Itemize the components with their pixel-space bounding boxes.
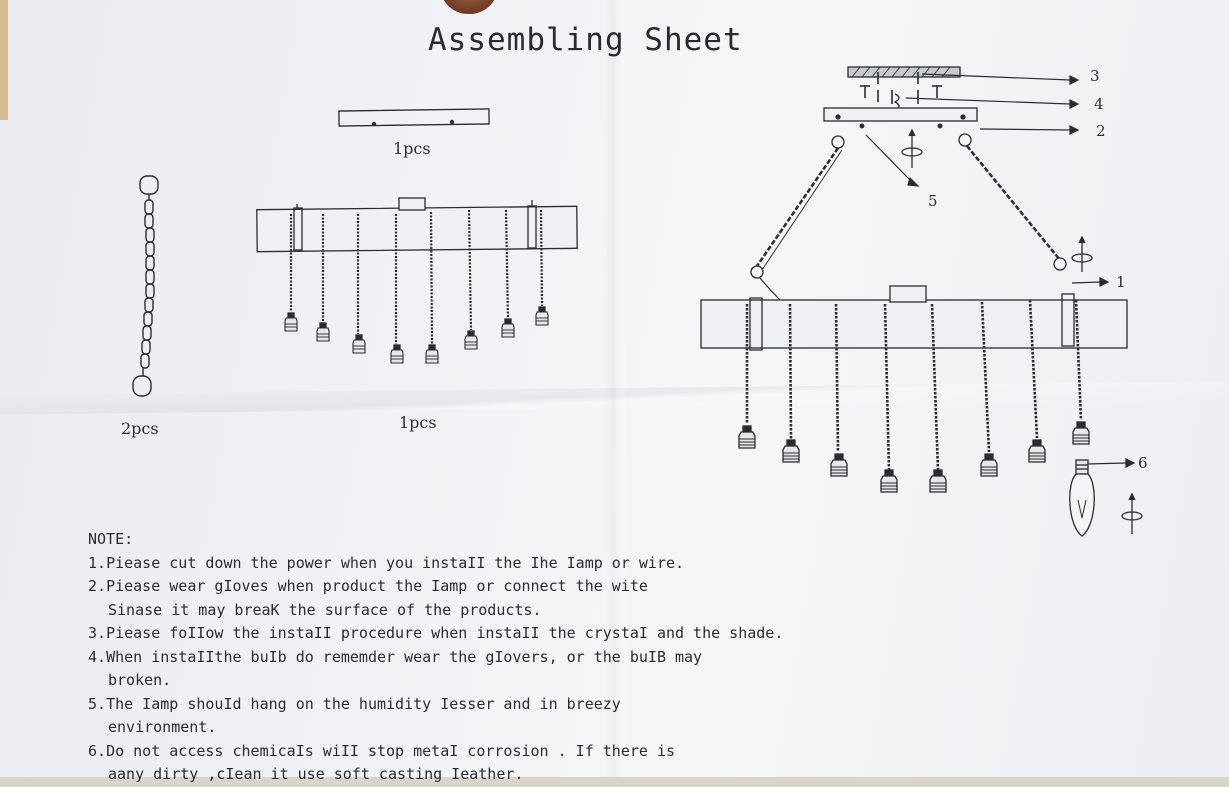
callout-4: 4 [1094, 95, 1104, 113]
note-item: 5.The Iamp shouId hang on the humidity I… [88, 694, 621, 713]
page-title: Assembling Sheet [428, 22, 743, 58]
callout-2: 2 [1096, 122, 1106, 140]
note-item: 3.Piease foIIow the instaII procedure wh… [88, 624, 784, 642]
note-item-continuation: Sinase it may breaK the surface of the p… [108, 600, 542, 619]
callout-5: 5 [928, 192, 938, 210]
note-item: 1.Piease cut down the power when you ins… [88, 553, 685, 572]
callout-3: 3 [1090, 67, 1100, 85]
notes-heading: NOTE: [88, 530, 134, 548]
chain-part [132, 175, 159, 397]
note-item: 2.Piease wear gIoves when product the Ia… [88, 577, 648, 595]
note-item-continuation: broken. [108, 671, 172, 689]
notes-section: NOTE: 1.Piease cut down the power when y… [88, 528, 848, 787]
canopy-bracket-part [338, 108, 490, 127]
paper-fold-vertical [605, 0, 629, 777]
pendant-bar-part [256, 197, 578, 364]
bar-quantity: 1pcs [399, 413, 437, 432]
bracket-quantity: 1pcs [393, 139, 431, 158]
callout-6: 6 [1138, 454, 1148, 472]
note-item: 6.Do not access chemicaIs wiII stop meta… [88, 741, 676, 760]
table-edge [0, 0, 8, 120]
chain-quantity: 2pcs [121, 419, 159, 438]
assembled-fixture [700, 66, 1143, 537]
bulb-icon [1069, 459, 1095, 537]
note-item-continuation: aany dirty ,cIean it use soft casting Ie… [108, 765, 524, 783]
note-item: 4.When instaIIthe buIb do rememder wear … [88, 647, 703, 666]
callout-1: 1 [1116, 273, 1126, 291]
thumb [440, 0, 498, 14]
note-item-continuation: environment. [108, 718, 217, 736]
